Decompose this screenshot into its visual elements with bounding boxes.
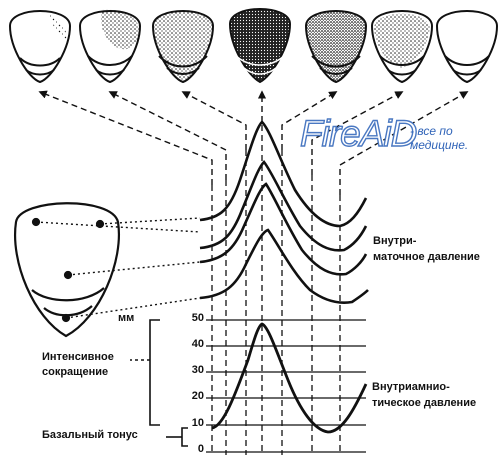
watermark-logo: FireAiD [300, 113, 416, 155]
scale-tick-40: 40 [176, 339, 204, 351]
uterus-stage-6 [372, 11, 432, 82]
label-intrauterine-line2: маточное давление [373, 252, 480, 264]
label-amniotic-line2: тическое давление [372, 398, 476, 410]
uterus-sequence [10, 9, 497, 82]
uterus-stage-5 [306, 11, 366, 82]
scale-tick-30: 30 [176, 365, 204, 377]
label-basal-tone: Базальный тонус [42, 430, 138, 442]
label-amniotic-line1: Внутриамнио- [372, 382, 450, 394]
label-intrauterine-line1: Внутри- [373, 236, 416, 248]
pressure-curve-4 [200, 230, 368, 303]
watermark-tagline: - все по медицине. [410, 125, 468, 153]
uterus-large [15, 203, 119, 336]
uterus-stage-7 [437, 11, 497, 82]
amniotic-pressure-curve [212, 324, 366, 432]
scale-tick-10: 10 [176, 418, 204, 430]
watermark-tagline-line1: - все по [410, 125, 468, 139]
watermark-tagline-line2: медицине. [410, 139, 468, 153]
label-intense-line1: Интенсивное [42, 352, 114, 364]
scale-tick-0: 0 [176, 444, 204, 456]
label-units: мм [118, 313, 134, 325]
scale-tick-50: 50 [176, 313, 204, 325]
pressure-curve-2 [200, 162, 366, 250]
scale-tick-20: 20 [176, 391, 204, 403]
label-intense-line2: сокращение [42, 367, 108, 379]
uterus-stage-3 [153, 11, 213, 82]
uterus-stage-1 [10, 11, 70, 82]
uterus-stage-2 [80, 10, 140, 82]
amniotic-grid [206, 320, 366, 452]
uterus-stage-4 [230, 9, 290, 82]
